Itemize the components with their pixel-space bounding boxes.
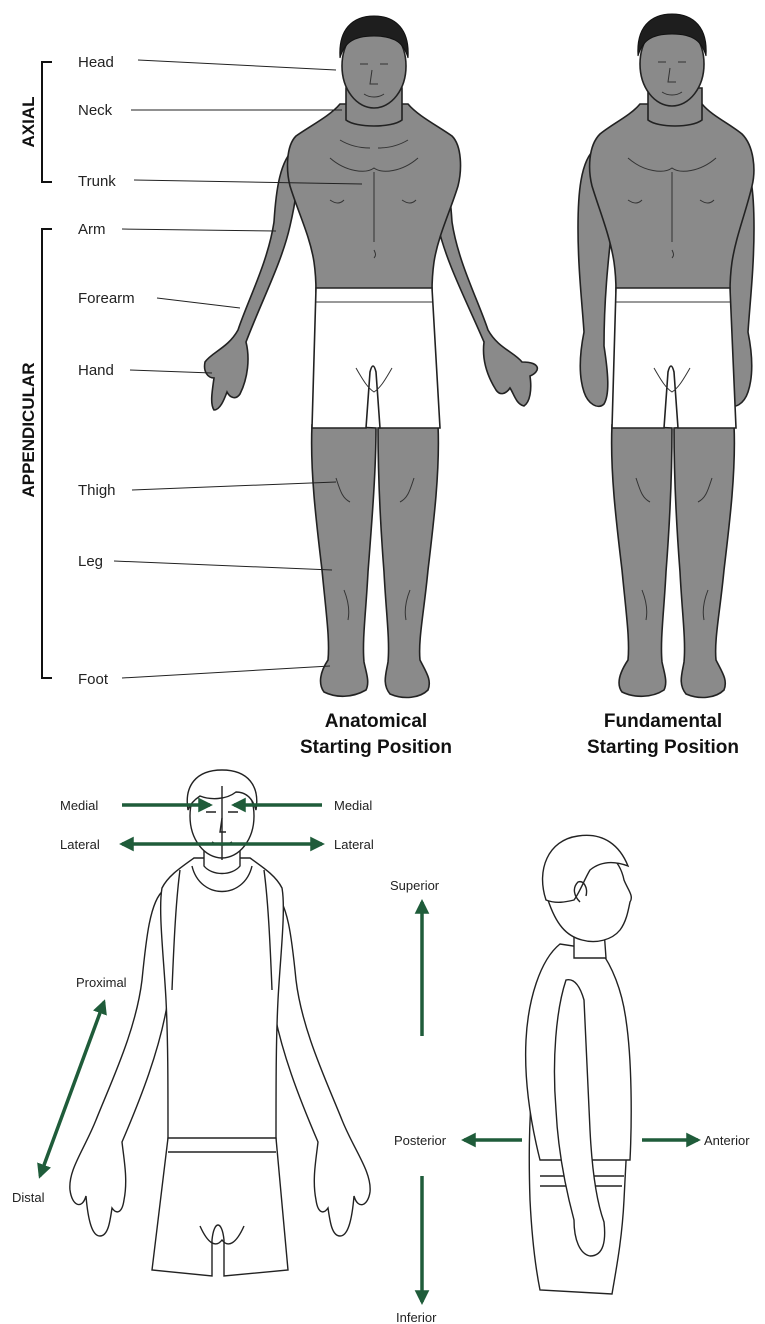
label-leg: Leg — [78, 553, 103, 570]
axial-bracket — [42, 62, 52, 182]
label-trunk: Trunk — [78, 173, 116, 190]
label-arm: Arm — [78, 221, 106, 238]
caption-anatomical-line2: Starting Position — [300, 737, 452, 758]
front-view-figure — [70, 770, 370, 1276]
label-proximal: Proximal — [76, 975, 127, 990]
label-posterior: Posterior — [394, 1133, 447, 1148]
leader-foot — [122, 666, 330, 678]
leader-forearm — [157, 298, 240, 308]
leader-leg — [114, 561, 332, 570]
label-medial-left: Medial — [60, 798, 98, 813]
label-medial-right: Medial — [334, 798, 372, 813]
caption-fundamental-line2: Starting Position — [587, 737, 739, 758]
label-superior: Superior — [390, 878, 440, 893]
leader-arm — [122, 229, 276, 231]
label-inferior: Inferior — [396, 1310, 437, 1324]
caption-fundamental-line1: Fundamental — [604, 711, 722, 732]
label-lateral-right: Lateral — [334, 837, 374, 852]
label-forearm: Forearm — [78, 290, 135, 307]
side-view-figure — [526, 835, 632, 1294]
label-anterior: Anterior — [704, 1133, 750, 1148]
label-thigh: Thigh — [78, 482, 116, 499]
label-foot: Foot — [78, 671, 109, 688]
caption-anatomical-line1: Anatomical — [325, 711, 427, 732]
fundamental-position-figure — [578, 14, 754, 697]
leader-head — [138, 60, 336, 70]
label-head: Head — [78, 54, 114, 71]
leader-hand — [130, 370, 212, 373]
appendicular-bracket — [42, 229, 52, 678]
label-distal: Distal — [12, 1190, 45, 1205]
axial-group-label: AXIAL — [19, 97, 38, 148]
appendicular-group-label: APPENDICULAR — [19, 362, 38, 497]
leader-thigh — [132, 482, 336, 490]
anatomical-position-figure — [205, 16, 538, 697]
label-lateral-left: Lateral — [60, 837, 100, 852]
label-neck: Neck — [78, 102, 113, 119]
label-hand: Hand — [78, 362, 114, 379]
